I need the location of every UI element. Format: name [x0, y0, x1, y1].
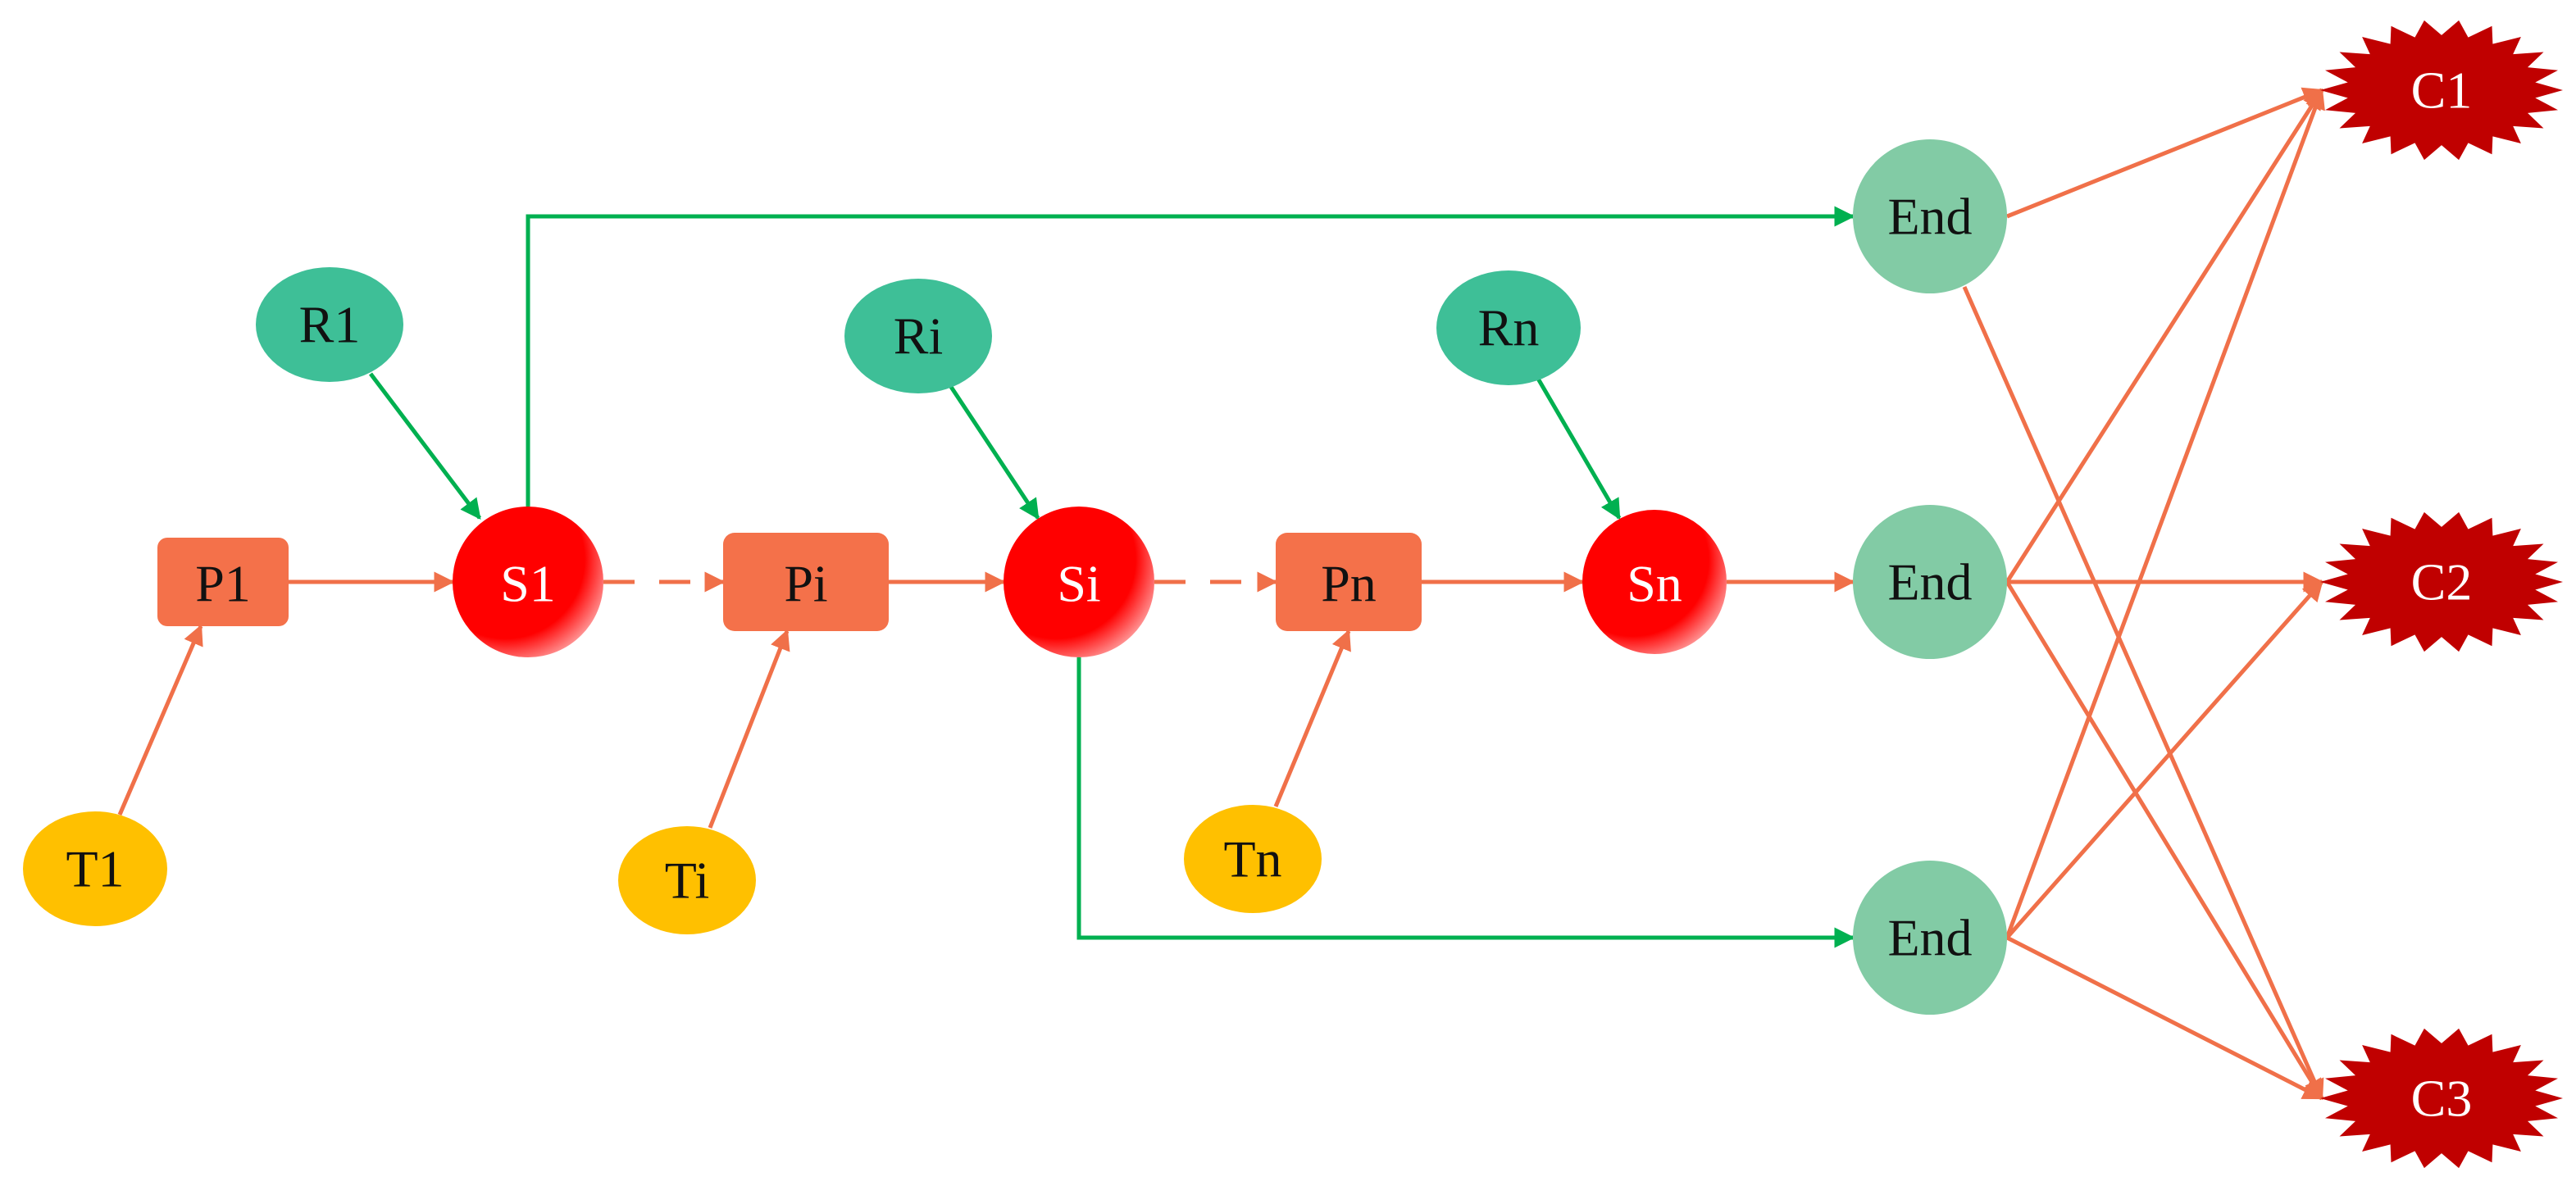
edge-s1-to-end1: [526, 206, 1855, 507]
process-node-pn: Pn: [1276, 533, 1422, 631]
edge-end2-to-c1: [2005, 88, 2324, 584]
task-node-t1-label: T1: [66, 840, 124, 898]
state-node-si: Si: [1004, 507, 1154, 657]
edge-t1-to-p1: [117, 624, 203, 816]
process-node-pi-label: Pi: [784, 555, 827, 613]
end-node-3-label: End: [1887, 909, 1972, 967]
task-node-t1: T1: [23, 811, 167, 926]
end-node-3: End: [1853, 861, 2007, 1015]
class-node-c3-label: C3: [2411, 1070, 2473, 1128]
edge-ri-to-si: [949, 385, 1040, 520]
edge-end1-to-c1: [2006, 87, 2324, 219]
edges-layer: [117, 87, 2325, 1101]
class-node-c1-label: C1: [2411, 61, 2473, 120]
resource-node-ri-label: Ri: [894, 307, 943, 366]
edge-rn-to-sn: [1536, 377, 1622, 520]
process-node-pi: Pi: [723, 533, 889, 631]
process-node-p1: P1: [157, 538, 289, 626]
edge-tn-to-pn: [1273, 629, 1351, 807]
state-node-s1-label: S1: [500, 555, 556, 613]
resource-node-rn-label: Rn: [1478, 299, 1540, 357]
end-node-2-label: End: [1887, 553, 1972, 611]
state-node-sn: Sn: [1582, 510, 1727, 654]
class-node-c2-label: C2: [2411, 553, 2473, 611]
edge-r1-to-s1: [369, 372, 481, 520]
edge-end1-to-c3: [1962, 285, 2324, 1101]
class-node-c1: C1: [2320, 20, 2563, 161]
process-node-p1-label: P1: [195, 555, 251, 613]
resource-node-r1: R1: [256, 267, 403, 382]
task-node-tn-label: Tn: [1223, 830, 1281, 888]
edge-end3-to-c2: [2005, 580, 2323, 939]
edge-ti-to-pi: [708, 629, 790, 829]
task-node-ti-label: Ti: [665, 852, 710, 910]
state-node-s1: S1: [453, 507, 603, 657]
task-node-ti: Ti: [618, 826, 756, 934]
edge-end3-to-c3: [2005, 935, 2324, 1101]
end-node-1-label: End: [1887, 188, 1972, 246]
state-node-sn-label: Sn: [1627, 555, 1682, 613]
resource-node-rn: Rn: [1436, 270, 1581, 385]
end-node-1: End: [1853, 139, 2007, 293]
resource-node-r1-label: R1: [299, 296, 361, 354]
process-node-pn-label: Pn: [1321, 555, 1377, 613]
class-node-c3: C3: [2320, 1028, 2563, 1169]
edge-si-to-end3: [1076, 657, 1855, 948]
edge-end2-to-c3: [2005, 580, 2324, 1101]
end-node-2: End: [1853, 505, 2007, 659]
task-node-tn: Tn: [1184, 805, 1322, 913]
edge-end3-to-c1: [2005, 88, 2325, 938]
resource-node-ri: Ri: [844, 279, 992, 393]
state-node-si-label: Si: [1057, 555, 1100, 613]
class-node-c2: C2: [2320, 511, 2563, 652]
